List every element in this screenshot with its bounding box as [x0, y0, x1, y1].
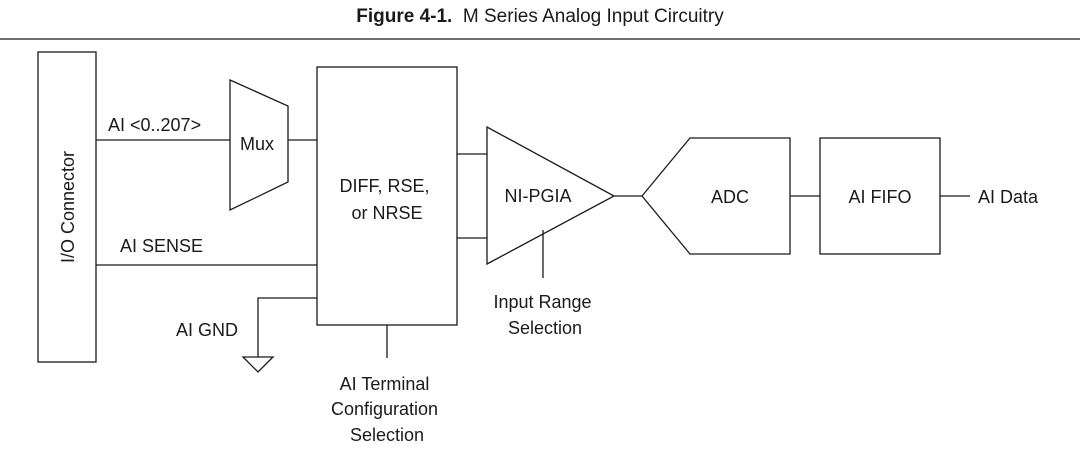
- ai-fifo-label: AI FIFO: [849, 187, 912, 207]
- terminal-selection-line-3: Selection: [350, 425, 424, 445]
- io-connector-label: I/O Connector: [58, 151, 78, 263]
- terminal-config-block: [316, 66, 458, 326]
- ai-gnd-label: AI GND: [176, 320, 238, 340]
- figure-caption: M Series Analog Input Circuitry: [462, 6, 724, 27]
- mux-block: [229, 78, 289, 212]
- input-range-line-2: Selection: [508, 318, 582, 338]
- ai-gnd-wire: [257, 297, 317, 357]
- ground-icon: [241, 356, 275, 373]
- terminal-config-line-2: or NRSE: [351, 203, 422, 223]
- figure-number: Figure 4-1.: [356, 6, 453, 27]
- input-range-line-1: Input Range: [493, 292, 591, 312]
- terminal-config-line-1: DIFF, RSE,: [339, 176, 429, 196]
- io-connector-block: [37, 51, 97, 363]
- ai-fifo-block: [819, 137, 941, 255]
- input-range-label: Input Range Selection: [493, 292, 596, 338]
- terminal-selection-line-2: Configuration: [331, 399, 438, 419]
- adc-label: ADC: [711, 187, 749, 207]
- terminal-config-label: DIFF, RSE, or NRSE: [339, 176, 434, 223]
- terminal-selection-label: AI Terminal Configuration Selection: [331, 374, 443, 445]
- pgia-amplifier: [486, 125, 616, 266]
- ai-channels-label: AI <0..207>: [108, 115, 201, 135]
- ai-sense-label: AI SENSE: [120, 236, 203, 256]
- pgia-label: NI-PGIA: [504, 186, 571, 206]
- terminal-selection-line-1: AI Terminal: [340, 374, 430, 394]
- figure-title: Figure 4-1. M Series Analog Input Circui…: [0, 6, 1080, 28]
- mux-label: Mux: [240, 134, 274, 154]
- ai-data-label: AI Data: [978, 187, 1039, 207]
